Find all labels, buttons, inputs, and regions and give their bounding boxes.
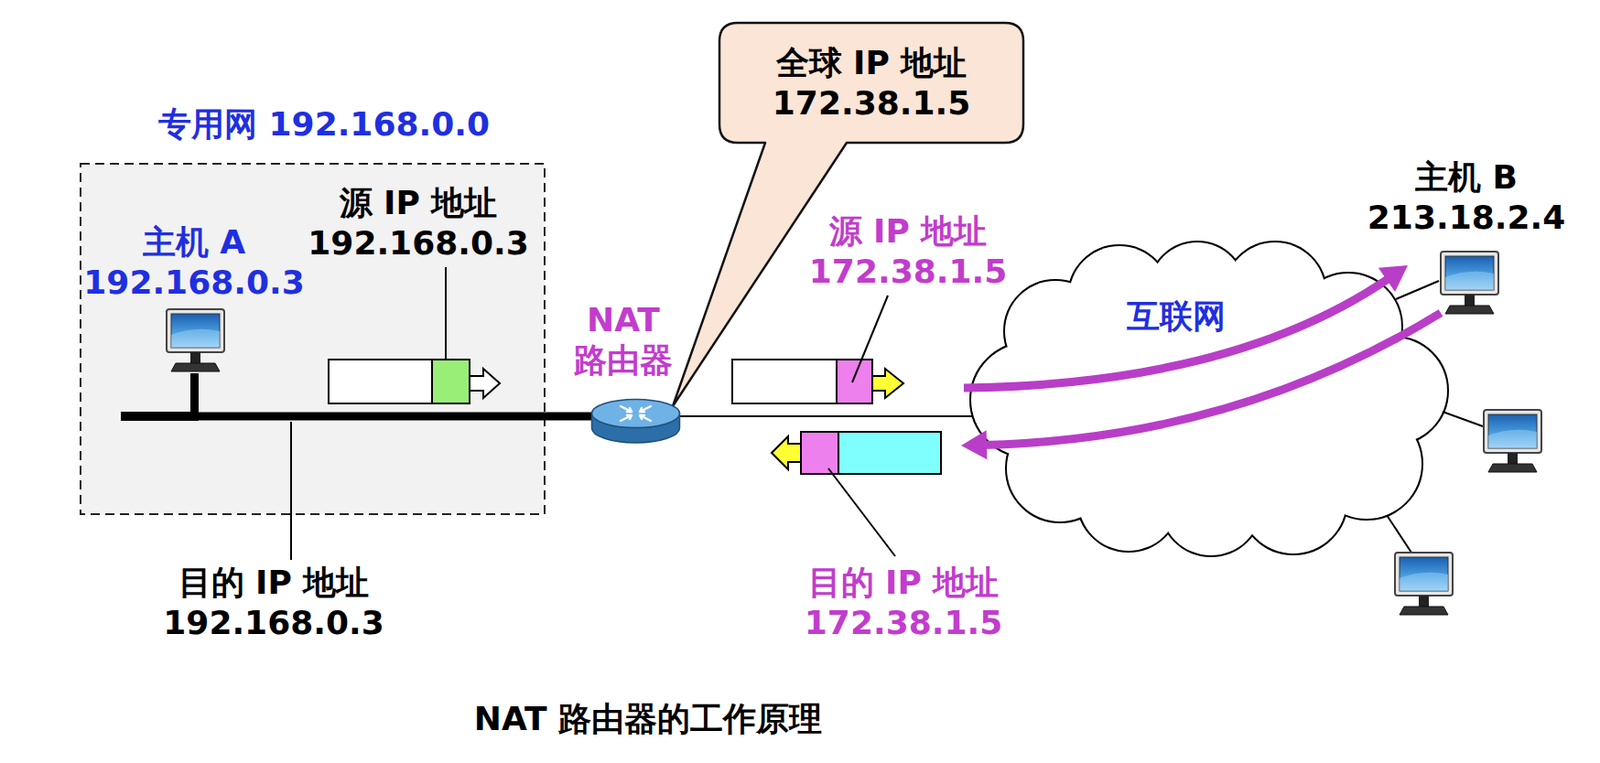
host-a-computer	[166, 309, 225, 372]
text-slot: 源 IP 地址 192.168.0.3	[305, 183, 531, 264]
leader-line	[828, 468, 896, 557]
computer-icon	[1394, 552, 1453, 616]
text-slot: NAT 路由器	[572, 300, 675, 381]
packet	[328, 359, 433, 404]
host-a: 主机 A 192.168.0.3	[79, 220, 309, 376]
cloud-shape	[1006, 415, 1114, 522]
text-slot: 互联网	[1126, 296, 1226, 337]
text-slot: 主机 B 213.18.2.4	[1365, 157, 1568, 238]
text-slot: 目的 IP 地址 172.38.1.5	[802, 562, 1006, 644]
ip-label: 源 IP 地址 172.38.1.5	[807, 211, 1010, 292]
leader-line	[852, 295, 888, 383]
packet	[836, 359, 873, 404]
host-label: 主机 A 192.168.0.3	[81, 222, 307, 303]
text-slot: 全球 IP 地址 172.38.1.5	[770, 43, 973, 124]
ip-label: 目的 IP 地址 172.38.1.5	[802, 562, 1006, 644]
nat-router-icon	[592, 400, 681, 444]
nat-router-icon	[589, 398, 682, 444]
text-slot: 专用网 192.168.0.0	[158, 104, 490, 145]
packet	[771, 436, 801, 470]
computer-icon	[1483, 410, 1542, 473]
network-wire	[1442, 411, 1483, 427]
lan-bus-stub	[120, 411, 199, 422]
packet	[838, 432, 941, 475]
callout-bubble	[719, 22, 1024, 143]
text-slot: 目的 IP 地址 192.168.0.3	[161, 562, 387, 644]
host-b: 主机 B 213.18.2.4	[1363, 155, 1570, 318]
packet	[732, 359, 904, 404]
text-slot: 主机 A 192.168.0.3	[81, 222, 307, 303]
callout-text: 全球 IP 地址 172.38.1.5	[770, 43, 973, 124]
text-slot: NAT 路由器的工作原理	[474, 699, 822, 740]
figure-caption: NAT 路由器的工作原理	[474, 699, 822, 740]
cloud-label: 互联网	[1126, 296, 1226, 337]
network-title: 专用网 192.168.0.0	[158, 104, 490, 145]
packet	[771, 432, 941, 475]
packet	[432, 359, 470, 404]
cloud-shape	[1006, 415, 1114, 522]
packet	[872, 368, 904, 399]
link-line	[680, 416, 973, 418]
packet	[732, 359, 837, 404]
dashed-border	[80, 163, 545, 515]
link-line	[680, 415, 973, 418]
cloud-shape	[963, 239, 1449, 557]
nat-router: NAT 路由器	[570, 298, 684, 446]
global-ip-callout: 全球 IP 地址 172.38.1.5	[719, 22, 1024, 143]
host-b-computer	[1440, 251, 1499, 314]
link-line	[1395, 281, 1439, 300]
ip-label: 目的 IP 地址 192.168.0.3	[161, 562, 387, 644]
callout-bubble	[672, 22, 1024, 407]
lan-bus-stub	[120, 416, 199, 418]
text-slot: 源 IP 地址 172.38.1.5	[807, 211, 1010, 292]
router-label: NAT 路由器	[572, 300, 675, 381]
link-line	[1395, 281, 1439, 300]
ip-label: 源 IP 地址 192.168.0.3	[305, 183, 531, 264]
host-label: 主机 B 213.18.2.4	[1365, 157, 1568, 238]
network-wire	[1386, 515, 1412, 553]
packet	[800, 432, 839, 475]
arrow-head	[961, 430, 987, 460]
host-b-computer	[1438, 249, 1501, 316]
leader-line	[444, 267, 447, 361]
host-a-computer	[162, 307, 227, 374]
internet-cloud: 互联网	[963, 239, 1449, 557]
leader-line	[290, 421, 292, 561]
